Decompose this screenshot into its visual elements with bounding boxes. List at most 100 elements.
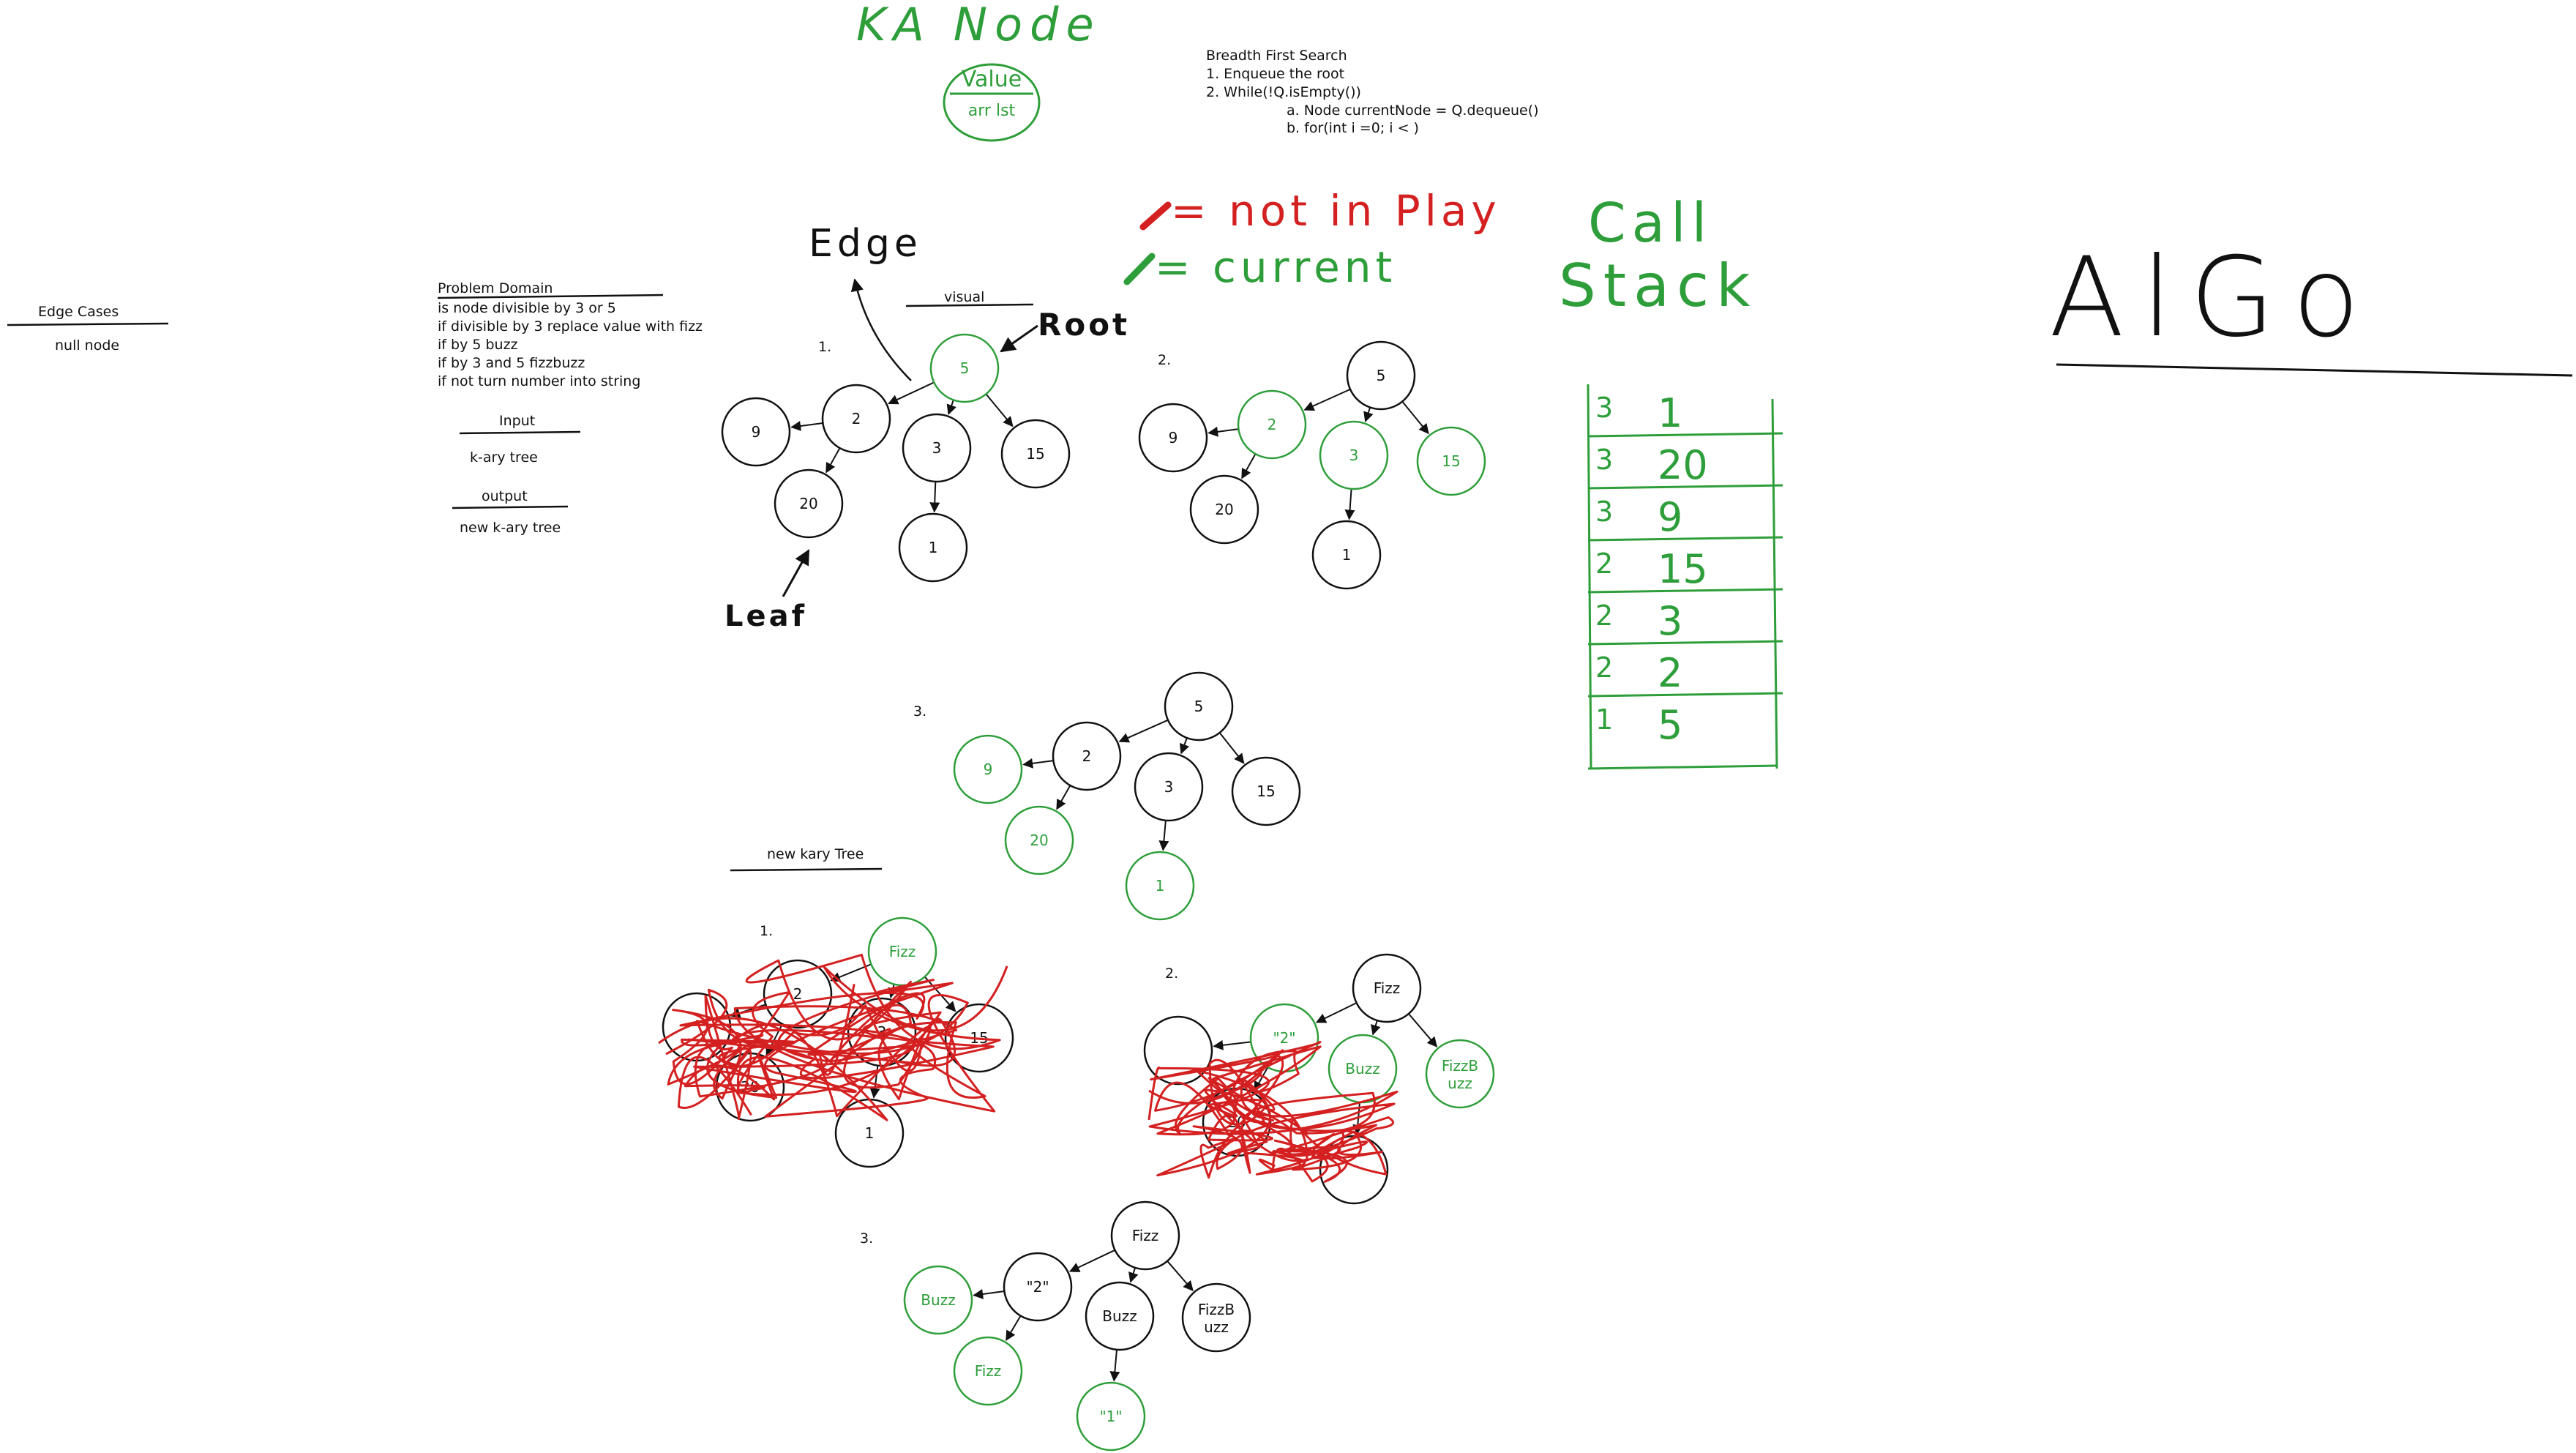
tree-node-value: 3 [1164, 778, 1174, 796]
call-stack-depth: 2 [1595, 651, 1613, 684]
tree-node [1231, 756, 1301, 826]
tree-node-value: 20 [799, 495, 817, 512]
tree-edge-arrow [1401, 400, 1429, 435]
call-stack-value: 2 [1658, 650, 1682, 696]
current-swatch [1123, 253, 1156, 285]
edge-cases-underline [7, 322, 169, 326]
tree-node-value: 9 [1169, 429, 1178, 447]
call-stack-row-divider [1587, 692, 1783, 698]
tree-node-value: 5 [1377, 367, 1386, 384]
tree-node [1311, 520, 1382, 590]
problem-line-2: if divisible by 3 replace value with fiz… [438, 318, 703, 335]
call-stack-value: 1 [1658, 390, 1682, 436]
step-number: 2. [1158, 352, 1171, 368]
tree-edge-arrow [1303, 388, 1351, 411]
tree-node [929, 333, 1000, 403]
tree-node [1138, 403, 1208, 473]
root-label: Root [1038, 307, 1130, 343]
tree-node [1181, 1282, 1251, 1353]
node-diagram-oval [943, 63, 1041, 142]
edge-pointer-arrow [850, 278, 912, 381]
tree-node [953, 1336, 1023, 1406]
call-stack-row-divider [1587, 588, 1783, 594]
tree-node [1134, 752, 1204, 822]
call-stack-row-divider [1587, 432, 1783, 438]
crossed-out-scribble [665, 988, 797, 1120]
call-stack-row-divider [1587, 536, 1783, 542]
crossed-out-scribble [1243, 1116, 1394, 1183]
tree-edge-arrow [1056, 785, 1071, 810]
visual-underline [905, 303, 1034, 307]
tree-node [1052, 721, 1122, 791]
tree-node-value: Buzz [921, 1291, 955, 1309]
tree-edge-arrow [1344, 488, 1355, 520]
tree-node [898, 512, 968, 583]
call-stack-bottom-border [1587, 764, 1778, 770]
tree-edge-arrow [1363, 407, 1374, 422]
step-number: 1. [760, 923, 773, 939]
tree-edge-arrow [929, 481, 940, 513]
tree-node-value: "1" [1099, 1408, 1122, 1425]
crossed-out-scribble [1148, 1041, 1322, 1137]
tree-node-value: Fizz [1374, 979, 1401, 997]
tree-node [1110, 1200, 1180, 1271]
bfs-line-1: 1. Enqueue the root [1206, 66, 1344, 82]
problem-domain-title: Problem Domain [438, 280, 553, 296]
tree-node-value: 1 [1156, 877, 1165, 894]
tree-node-value: Fizz [975, 1362, 1002, 1380]
tree-node [821, 384, 891, 454]
tree-node-value: FizzB [1198, 1301, 1235, 1318]
tree-edge-arrow [1208, 426, 1239, 437]
tree-edge-arrow [825, 447, 841, 474]
crossed-out-scribble [687, 979, 996, 1113]
tree-node [1003, 1252, 1073, 1322]
call-stack-depth: 2 [1595, 599, 1613, 632]
edge-cases-title: Edge Cases [38, 304, 119, 320]
tree-edge-arrow [1022, 758, 1054, 769]
tree-node [1319, 420, 1389, 490]
legend-current: = current [1155, 242, 1396, 292]
tree-node [1346, 340, 1416, 411]
tree-node-value: 2 [852, 410, 861, 427]
legend-not-in-play: = not in Play [1171, 186, 1501, 236]
tree-node-value: "2" [1026, 1278, 1049, 1296]
tree-node [1125, 851, 1195, 921]
call-stack-left-border [1587, 384, 1592, 769]
tree-node-value: 5 [960, 359, 970, 377]
tree-node [1189, 474, 1259, 545]
call-stack-value: 20 [1658, 442, 1708, 488]
tree-edge-arrow [1315, 1002, 1358, 1023]
bfs-title: Breadth First Search [1206, 48, 1347, 64]
crossed-out-scribble [658, 953, 1008, 1121]
call-stack-value: 3 [1658, 598, 1682, 644]
output-title: output [482, 488, 528, 504]
tree-edge-arrow [1128, 1267, 1139, 1283]
bfs-line-3: a. Node currentNode = Q.dequeue() [1287, 102, 1539, 119]
root-pointer-arrow [1000, 324, 1038, 353]
tree-node-value: 2 [1268, 416, 1277, 433]
tree-node [1000, 419, 1071, 489]
call-stack-depth: 3 [1595, 496, 1613, 528]
problem-line-4: if by 3 and 5 fizzbuzz [438, 355, 585, 371]
not-in-play-swatch [1139, 201, 1172, 231]
tree-edge-arrow [1371, 1020, 1381, 1036]
step-number: 2. [1165, 965, 1178, 982]
call-stack-value: 15 [1658, 546, 1708, 592]
tree-edge-arrow [1179, 737, 1190, 755]
tree-node-value: uzz [1448, 1075, 1472, 1092]
tree-node-value: Buzz [1102, 1307, 1137, 1325]
tree-node [1237, 389, 1307, 460]
call-stack-depth: 3 [1595, 392, 1613, 424]
leaf-pointer-arrow [782, 549, 810, 597]
scribbles-step-1 [658, 953, 1008, 1121]
algo-underline [2056, 363, 2573, 377]
tree-node-value: 3 [1349, 447, 1359, 464]
tree-edge-arrow [1109, 1349, 1120, 1382]
tree-edge-arrow [1213, 1039, 1251, 1050]
tree-edge-arrow [985, 393, 1014, 427]
call-stack-row-divider [1587, 640, 1783, 646]
